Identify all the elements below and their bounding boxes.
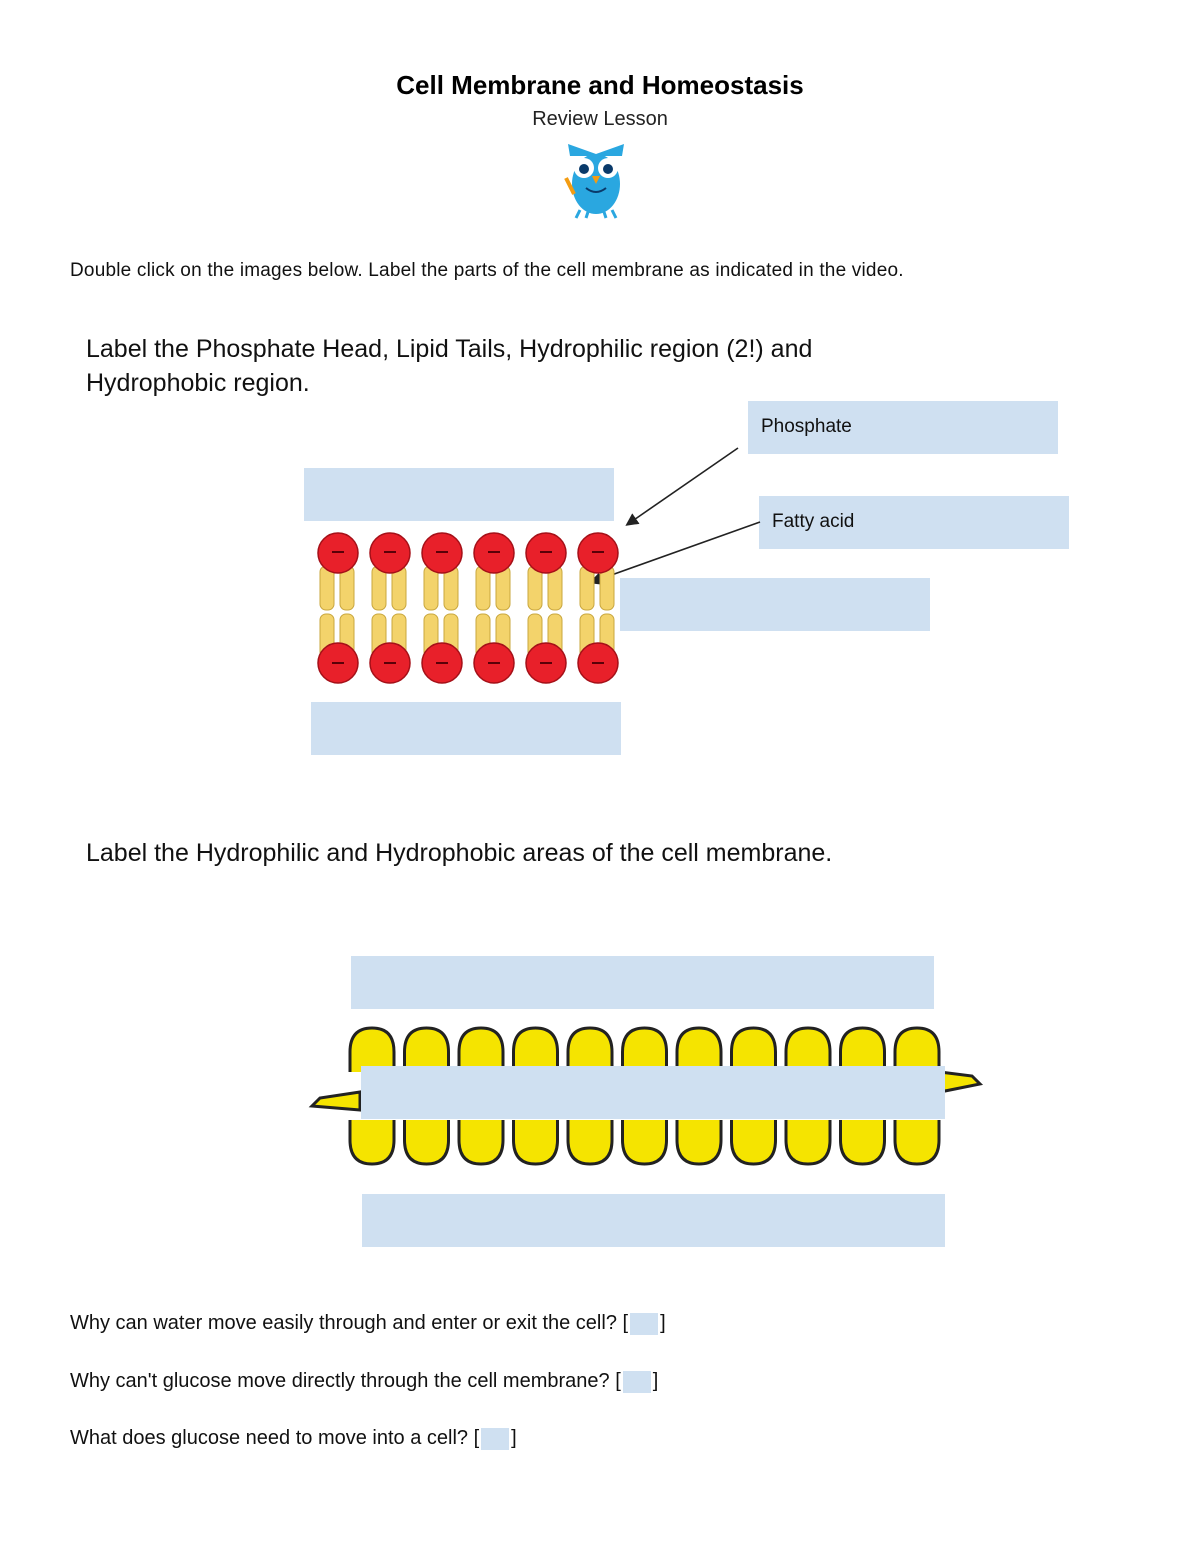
lipid-bottom-7 bbox=[675, 1120, 723, 1166]
section1-heading-line1: Label the Phosphate Head, Lipid Tails, H… bbox=[86, 335, 813, 363]
answer-2-field[interactable] bbox=[622, 1370, 651, 1393]
lipid-bottom-2 bbox=[403, 1120, 450, 1166]
question-3: What does glucose need to move into a ce… bbox=[70, 1427, 517, 1450]
lipid-bottom-3 bbox=[457, 1120, 505, 1166]
lipid-top-11 bbox=[893, 1026, 941, 1072]
middle-region-label-box[interactable] bbox=[620, 578, 930, 631]
phosphate-label: Phosphate bbox=[761, 416, 852, 437]
lipid-top-8 bbox=[730, 1026, 777, 1072]
bottom-region-label-box[interactable] bbox=[311, 702, 621, 755]
lipid-top-10 bbox=[839, 1026, 886, 1072]
lipid-top-2 bbox=[403, 1026, 450, 1072]
phospholipid-bottom-4 bbox=[473, 613, 515, 684]
phospholipid-bottom-1 bbox=[317, 613, 359, 684]
page-subtitle: Review Lesson bbox=[532, 108, 668, 130]
phospholipid-bottom-3 bbox=[421, 613, 463, 684]
inner-hydrophilic-label-box[interactable] bbox=[362, 1194, 945, 1247]
membrane-bilayer-image bbox=[308, 1026, 984, 1166]
fatty-acid-label-box[interactable]: Fatty acid bbox=[759, 496, 1069, 549]
question-1: Why can water move easily through and en… bbox=[70, 1312, 666, 1335]
answer-3-field[interactable] bbox=[481, 1427, 510, 1450]
phospholipid-top-3 bbox=[421, 532, 463, 611]
phospholipid-top-4 bbox=[473, 532, 515, 611]
question-3-text: What does glucose need to move into a ce… bbox=[70, 1427, 469, 1449]
phospholipid-top-2 bbox=[369, 532, 411, 611]
top-region-label-box[interactable] bbox=[304, 468, 614, 521]
lipid-bottom-5 bbox=[566, 1120, 614, 1166]
phospholipid-bilayer-image bbox=[317, 532, 619, 684]
lipid-bottom-9 bbox=[784, 1120, 832, 1166]
fatty-acid-arrow bbox=[588, 521, 761, 585]
phospholipid-bottom-6 bbox=[577, 613, 619, 684]
lipid-top-6 bbox=[621, 1026, 668, 1072]
phosphate-arrow bbox=[625, 447, 739, 526]
owl-mascot-icon bbox=[564, 144, 624, 219]
lipid-bottom-6 bbox=[621, 1120, 668, 1166]
lipid-bottom-8 bbox=[730, 1120, 777, 1166]
lipid-bottom-1 bbox=[348, 1120, 396, 1166]
hydrophobic-label-box[interactable] bbox=[361, 1066, 945, 1119]
fatty-acid-label: Fatty acid bbox=[772, 511, 855, 532]
phospholipid-bottom-5 bbox=[525, 613, 567, 684]
phospholipid-top-1 bbox=[317, 532, 359, 611]
phosphate-label-box[interactable]: Phosphate bbox=[748, 401, 1058, 454]
lipid-bottom-4 bbox=[512, 1120, 559, 1166]
lipid-top-4 bbox=[512, 1026, 559, 1072]
page-title: Cell Membrane and Homeostasis bbox=[396, 70, 804, 100]
lipid-top-5 bbox=[566, 1026, 614, 1072]
phospholipid-bottom-2 bbox=[369, 613, 411, 684]
lipid-top-9 bbox=[784, 1026, 832, 1072]
section1-heading-line2: Hydrophobic region. bbox=[86, 369, 310, 397]
membrane-left-tab bbox=[308, 1090, 362, 1112]
question-2: Why can't glucose move directly through … bbox=[70, 1370, 659, 1393]
lipid-top-3 bbox=[457, 1026, 505, 1072]
answer-1-field[interactable] bbox=[630, 1312, 659, 1335]
lipid-top-1 bbox=[348, 1026, 396, 1072]
lipid-top-7 bbox=[675, 1026, 723, 1072]
instructions-text: Double click on the images below. Label … bbox=[70, 260, 904, 281]
membrane-right-tab bbox=[938, 1070, 984, 1094]
phospholipid-top-5 bbox=[525, 532, 567, 611]
phospholipid-top-6 bbox=[577, 532, 619, 611]
question-2-text: Why can't glucose move directly through … bbox=[70, 1370, 610, 1392]
lipid-bottom-11 bbox=[893, 1120, 941, 1166]
section1-heading: Label the Phosphate Head, Lipid Tails, H… bbox=[86, 332, 812, 400]
section2-heading: Label the Hydrophilic and Hydrophobic ar… bbox=[86, 839, 833, 867]
question-1-text: Why can water move easily through and en… bbox=[70, 1312, 617, 1334]
lipid-bottom-10 bbox=[839, 1120, 886, 1166]
outer-hydrophilic-label-box[interactable] bbox=[351, 956, 934, 1009]
